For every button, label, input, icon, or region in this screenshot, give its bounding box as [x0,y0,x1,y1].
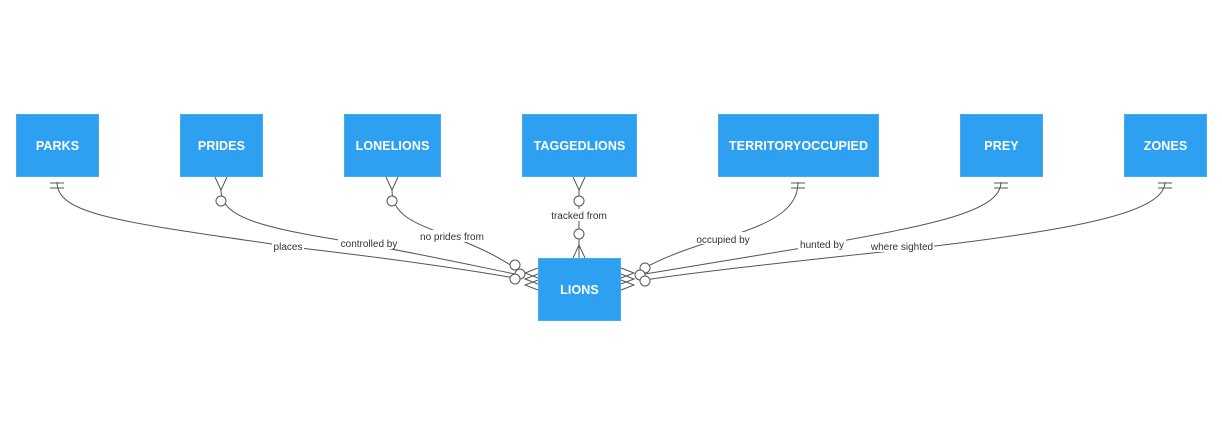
entity-parks-label: PARKS [35,138,80,153]
entity-lonelions-label: LONELIONS [355,138,430,153]
lions-left-crowfoot-3 [523,279,539,291]
entity-zones[interactable]: ZONES [1124,114,1207,177]
label-tracked-from: tracked from [551,211,607,222]
entity-lions-label: LIONS [560,282,599,297]
entity-territoryoccupied[interactable]: TERRITORYOCCUPIED [718,114,879,177]
lions-right-crowfoot-2 [620,273,636,285]
entity-prides[interactable]: PRIDES [180,114,263,177]
taggedlions-zero-circle-bottom [573,228,585,240]
entity-lonelions[interactable]: LONELIONS [344,114,441,177]
entity-taggedlions[interactable]: TAGGEDLIONS [522,114,637,177]
lions-left-zero-circle-1 [509,259,521,271]
entity-lions[interactable]: LIONS [538,258,621,321]
taggedlions-crowfoot-top [572,176,586,192]
entity-prides-label: PRIDES [197,138,246,153]
prides-zero-circle [215,195,227,207]
label-no-prides-from: no prides from [420,232,484,243]
entity-taggedlions-label: TAGGEDLIONS [533,138,626,153]
lonelions-crowfoot [385,176,399,192]
edge-zones-lions [644,181,1166,281]
entity-parks[interactable]: PARKS [16,114,99,177]
label-occupied-by: occupied by [696,235,749,246]
lions-left-crowfoot-2 [523,273,539,285]
entity-prey[interactable]: PREY [960,114,1043,177]
edge-prey-lions [644,181,1002,275]
label-controlled-by: controlled by [341,239,398,250]
taggedlions-crowfoot-bottom [572,243,586,259]
entity-zones-label: ZONES [1143,138,1188,153]
lions-left-zero-circle-3 [509,273,521,285]
taggedlions-zero-circle-top [573,195,585,207]
lonelions-zero-circle [386,195,398,207]
lions-right-crowfoot-3 [620,279,636,291]
label-places: places [274,242,303,253]
label-hunted-by: hunted by [800,240,844,251]
edge-territoryoccupied-lions [644,181,799,269]
lions-right-zero-circle-3 [639,275,651,287]
prides-crowfoot [214,176,228,192]
label-where-sighted: where sighted [870,242,933,253]
entity-prey-label: PREY [984,138,1019,153]
lions-right-crowfoot-1 [620,267,636,279]
entity-territoryoccupied-label: TERRITORYOCCUPIED [728,138,869,153]
edge-lonelions-lions [391,189,516,269]
